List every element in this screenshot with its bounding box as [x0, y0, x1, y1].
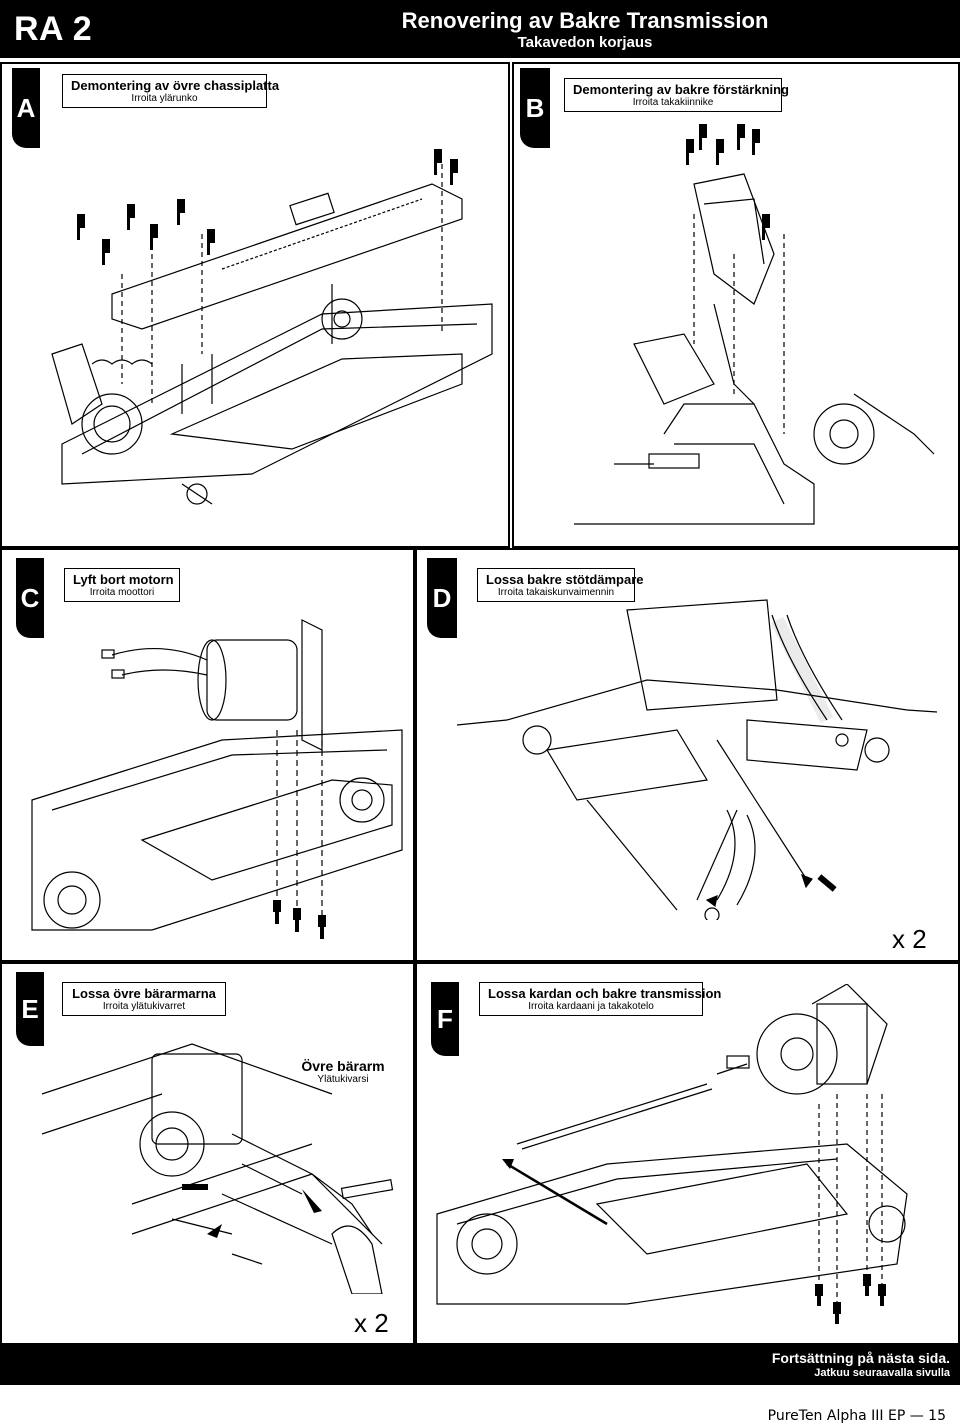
panel-d: D Lossa bakre stötdämpare Irroita takais…	[415, 548, 960, 962]
page-title: Renovering av Bakre Transmission	[401, 8, 769, 33]
panel-f-illustration	[436, 984, 908, 1324]
panel-a-tab: A	[12, 68, 40, 148]
panel-e: E Lossa övre bärarmarna Irroita ylätukiv…	[0, 962, 415, 1345]
panel-f-label: Lossa kardan och bakre transmission Irro…	[479, 982, 721, 1016]
continue-text-fi: Jatkuu seuraavalla sivulla	[814, 1367, 950, 1379]
panel-c-label: Lyft bort motorn Irroita moottori	[64, 568, 180, 602]
page-number: 15	[928, 1408, 946, 1424]
panel-c: C Lyft bort motorn Irroita moottori	[0, 548, 415, 962]
panel-d-label: Lossa bakre stötdämpare Irroita takaisku…	[477, 568, 644, 602]
continue-banner: Fortsättning på nästa sida. Jatkuu seura…	[0, 1345, 960, 1385]
section-code: RA 2	[14, 10, 93, 48]
panel-b-illustration	[574, 124, 935, 525]
panel-e-label: Lossa övre bärarmarna Irroita ylätukivar…	[62, 982, 226, 1016]
panel-b: B Demontering av bakre förstärkning Irro…	[512, 62, 960, 548]
panel-c-tab: C	[16, 558, 44, 638]
panel-d-tab: D	[427, 558, 457, 638]
page-footer: PureTen Alpha III EP — 15	[768, 1408, 946, 1424]
panel-e-multiplier: x 2	[354, 1308, 389, 1338]
panel-f: F Lossa kardan och bakre transmission Ir…	[415, 962, 960, 1345]
panel-b-label: Demontering av bakre förstärkning Irroit…	[564, 78, 789, 112]
panel-e-callout: Övre bärarm Ylätukivarsi	[301, 1058, 385, 1085]
panel-b-tab: B	[520, 68, 550, 148]
panel-e-illustration	[41, 1043, 394, 1294]
panel-a-illustration	[51, 149, 493, 505]
panel-a: A Demontering av övre chassiplatta Irroi…	[0, 62, 510, 548]
panel-e-tab: E	[16, 972, 44, 1046]
footer-dash: —	[909, 1408, 924, 1424]
continue-text-sv: Fortsättning på nästa sida.	[771, 1350, 950, 1366]
panel-a-label: Demontering av övre chassiplatta Irroita…	[62, 74, 279, 108]
footer-product: PureTen Alpha III EP	[767, 1408, 906, 1424]
page-header: RA 2 Renovering av Bakre Transmission Ta…	[0, 0, 960, 58]
page-subtitle: Takavedon korjaus	[517, 34, 653, 51]
panel-c-illustration	[31, 619, 403, 939]
panel-d-multiplier: x 2	[892, 924, 927, 954]
panel-d-illustration	[456, 599, 938, 920]
panel-f-tab: F	[431, 982, 459, 1056]
